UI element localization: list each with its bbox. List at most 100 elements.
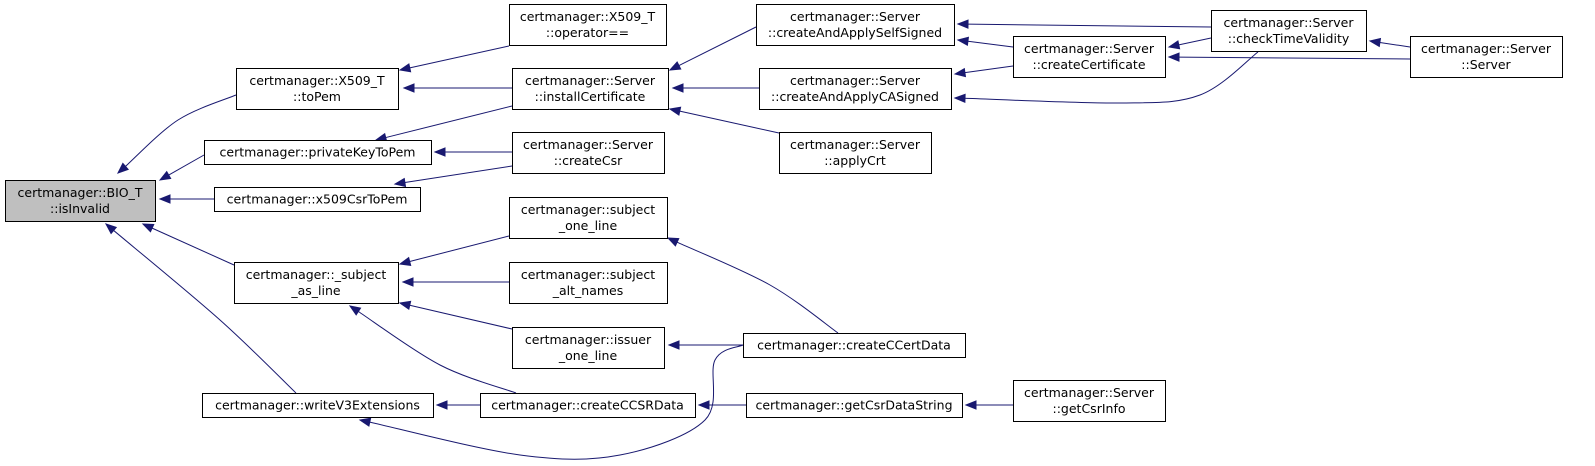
edge-subject_one_line-to-subject_as_line xyxy=(398,235,510,266)
arrowhead xyxy=(358,417,372,427)
node-box[interactable] xyxy=(512,132,665,174)
node-label-line: _as_line xyxy=(290,283,341,298)
node-createandapplycasigned[interactable]: certmanager::Server::createAndApplyCASig… xyxy=(759,68,952,110)
node-label-line: certmanager::privateKeyToPem xyxy=(220,145,416,160)
edge-line xyxy=(409,45,510,69)
node-label-line: certmanager::subject xyxy=(521,202,655,217)
arrowhead xyxy=(104,223,118,235)
edge-createccertdata-to-writev3extensions xyxy=(358,344,744,460)
edge-createcertificate-to-createandapplyselfsigned xyxy=(956,36,1014,48)
edge-line xyxy=(964,51,1259,104)
edge-line xyxy=(964,65,1014,74)
node-box[interactable] xyxy=(743,333,966,358)
node-label-line: certmanager::writeV3Extensions xyxy=(215,398,420,413)
node-createcertificate[interactable]: certmanager::Server::createCertificate xyxy=(1013,36,1166,78)
node-privatekeytopem[interactable]: certmanager::privateKeyToPem xyxy=(204,140,432,165)
node-server_ctor[interactable]: certmanager::Server::Server xyxy=(1410,36,1563,78)
edge-createccsrdata-to-writev3extensions xyxy=(435,400,480,410)
arrowhead xyxy=(433,147,446,157)
node-createccsrdata[interactable]: certmanager::createCCSRData xyxy=(480,393,696,418)
edges-layer xyxy=(104,19,1411,460)
node-box[interactable] xyxy=(512,68,669,110)
arrowhead xyxy=(671,83,684,93)
node-box[interactable] xyxy=(512,327,665,369)
node-box[interactable] xyxy=(234,262,399,304)
node-writev3extensions[interactable]: certmanager::writeV3Extensions xyxy=(202,393,434,418)
edge-line xyxy=(967,23,1212,28)
node-label-line: certmanager::Server xyxy=(523,137,654,152)
node-label-line: certmanager::x509CsrToPem xyxy=(227,192,408,207)
arrowhead xyxy=(666,237,680,247)
node-box[interactable] xyxy=(1013,36,1166,78)
edge-server_ctor-to-checktimevalidity xyxy=(1368,37,1411,48)
node-box[interactable] xyxy=(480,393,696,418)
edge-createandapplyselfsigned-to-installcertificate xyxy=(668,26,757,71)
node-box[interactable] xyxy=(759,68,952,110)
node-label-line: ::getCsrInfo xyxy=(1053,401,1126,416)
arrowhead xyxy=(393,177,407,188)
node-applycrt[interactable]: certmanager::Server::applyCrt xyxy=(779,132,932,174)
edge-line xyxy=(1178,37,1212,46)
node-createccertdata[interactable]: certmanager::createCCertData xyxy=(743,333,966,358)
node-checktimevalidity[interactable]: certmanager::Server::checkTimeValidity xyxy=(1211,10,1367,52)
node-label-line: certmanager::Server xyxy=(790,9,921,24)
edge-line xyxy=(168,154,205,176)
node-box[interactable] xyxy=(204,140,432,165)
edge-line xyxy=(967,40,1014,48)
node-subject_as_line[interactable]: certmanager::_subject_as_line xyxy=(234,262,399,304)
nodes-layer: certmanager::BIO_T::isInvalidcertmanager… xyxy=(5,4,1563,422)
edge-x509_operator_eq-to-x509_topem xyxy=(398,45,510,73)
edge-line xyxy=(678,26,757,66)
node-label-line: _alt_names xyxy=(552,283,624,298)
arrowhead xyxy=(668,106,682,116)
node-label-line: _one_line xyxy=(558,218,618,233)
node-box[interactable] xyxy=(202,393,434,418)
edge-line xyxy=(125,94,237,167)
edge-installcertificate-to-privatekeytopem xyxy=(374,105,513,143)
node-subject_alt_names[interactable]: certmanager::subject_alt_names xyxy=(509,262,668,304)
node-box[interactable] xyxy=(746,393,963,418)
node-box[interactable] xyxy=(1410,36,1563,78)
edge-createcsr-to-x509csrtopem xyxy=(393,165,513,188)
node-box[interactable] xyxy=(236,68,399,110)
node-createandapplyselfsigned[interactable]: certmanager::Server::createAndApplySelfS… xyxy=(756,4,955,46)
node-label-line: ::checkTimeValidity xyxy=(1228,31,1350,46)
node-label-line: certmanager::Server xyxy=(1024,41,1155,56)
node-box[interactable] xyxy=(756,4,955,46)
edge-x509csrtopem-to-bio_isinvalid xyxy=(158,194,214,204)
node-label-line: certmanager::Server xyxy=(525,73,656,88)
focus-node-box[interactable] xyxy=(5,180,156,222)
node-installcertificate[interactable]: certmanager::Server::installCertificate xyxy=(512,68,669,110)
node-x509_operator_eq[interactable]: certmanager::X509_T::operator== xyxy=(509,4,667,46)
edge-x509_topem-to-bio_isinvalid xyxy=(116,94,237,174)
arrowhead xyxy=(158,194,171,204)
node-box[interactable] xyxy=(509,262,668,304)
node-label-line: _one_line xyxy=(558,348,618,363)
arrowhead xyxy=(398,63,412,73)
node-box[interactable] xyxy=(509,4,667,46)
node-subject_one_line[interactable]: certmanager::subject_one_line xyxy=(509,197,668,239)
edge-createccertdata-to-issuer_one_line xyxy=(667,340,743,350)
node-box[interactable] xyxy=(1211,10,1367,52)
node-box[interactable] xyxy=(1013,380,1166,422)
arrowhead xyxy=(435,400,448,410)
node-createcsr[interactable]: certmanager::Server::createCsr xyxy=(512,132,665,174)
node-label-line: ::createAndApplyCASigned xyxy=(771,89,939,104)
node-label-line: certmanager::subject xyxy=(521,267,655,282)
node-label-line: ::applyCrt xyxy=(824,153,886,168)
node-box[interactable] xyxy=(779,132,932,174)
node-issuer_one_line[interactable]: certmanager::issuer_one_line xyxy=(512,327,665,369)
node-label-line: ::toPem xyxy=(293,89,341,104)
node-bio_isinvalid[interactable]: certmanager::BIO_T::isInvalid xyxy=(5,180,156,222)
node-label-line: certmanager::createCCertData xyxy=(757,338,951,353)
edge-line xyxy=(369,344,744,460)
node-getcsrdatastring[interactable]: certmanager::getCsrDataString xyxy=(746,393,963,418)
node-x509_topem[interactable]: certmanager::X509_T::toPem xyxy=(236,68,399,110)
node-label-line: ::createCsr xyxy=(554,153,623,168)
node-box[interactable] xyxy=(214,187,421,212)
node-x509csrtopem[interactable]: certmanager::x509CsrToPem xyxy=(214,187,421,212)
edge-line xyxy=(385,105,513,139)
node-box[interactable] xyxy=(509,197,668,239)
node-getcsrinfo[interactable]: certmanager::Server::getCsrInfo xyxy=(1013,380,1166,422)
